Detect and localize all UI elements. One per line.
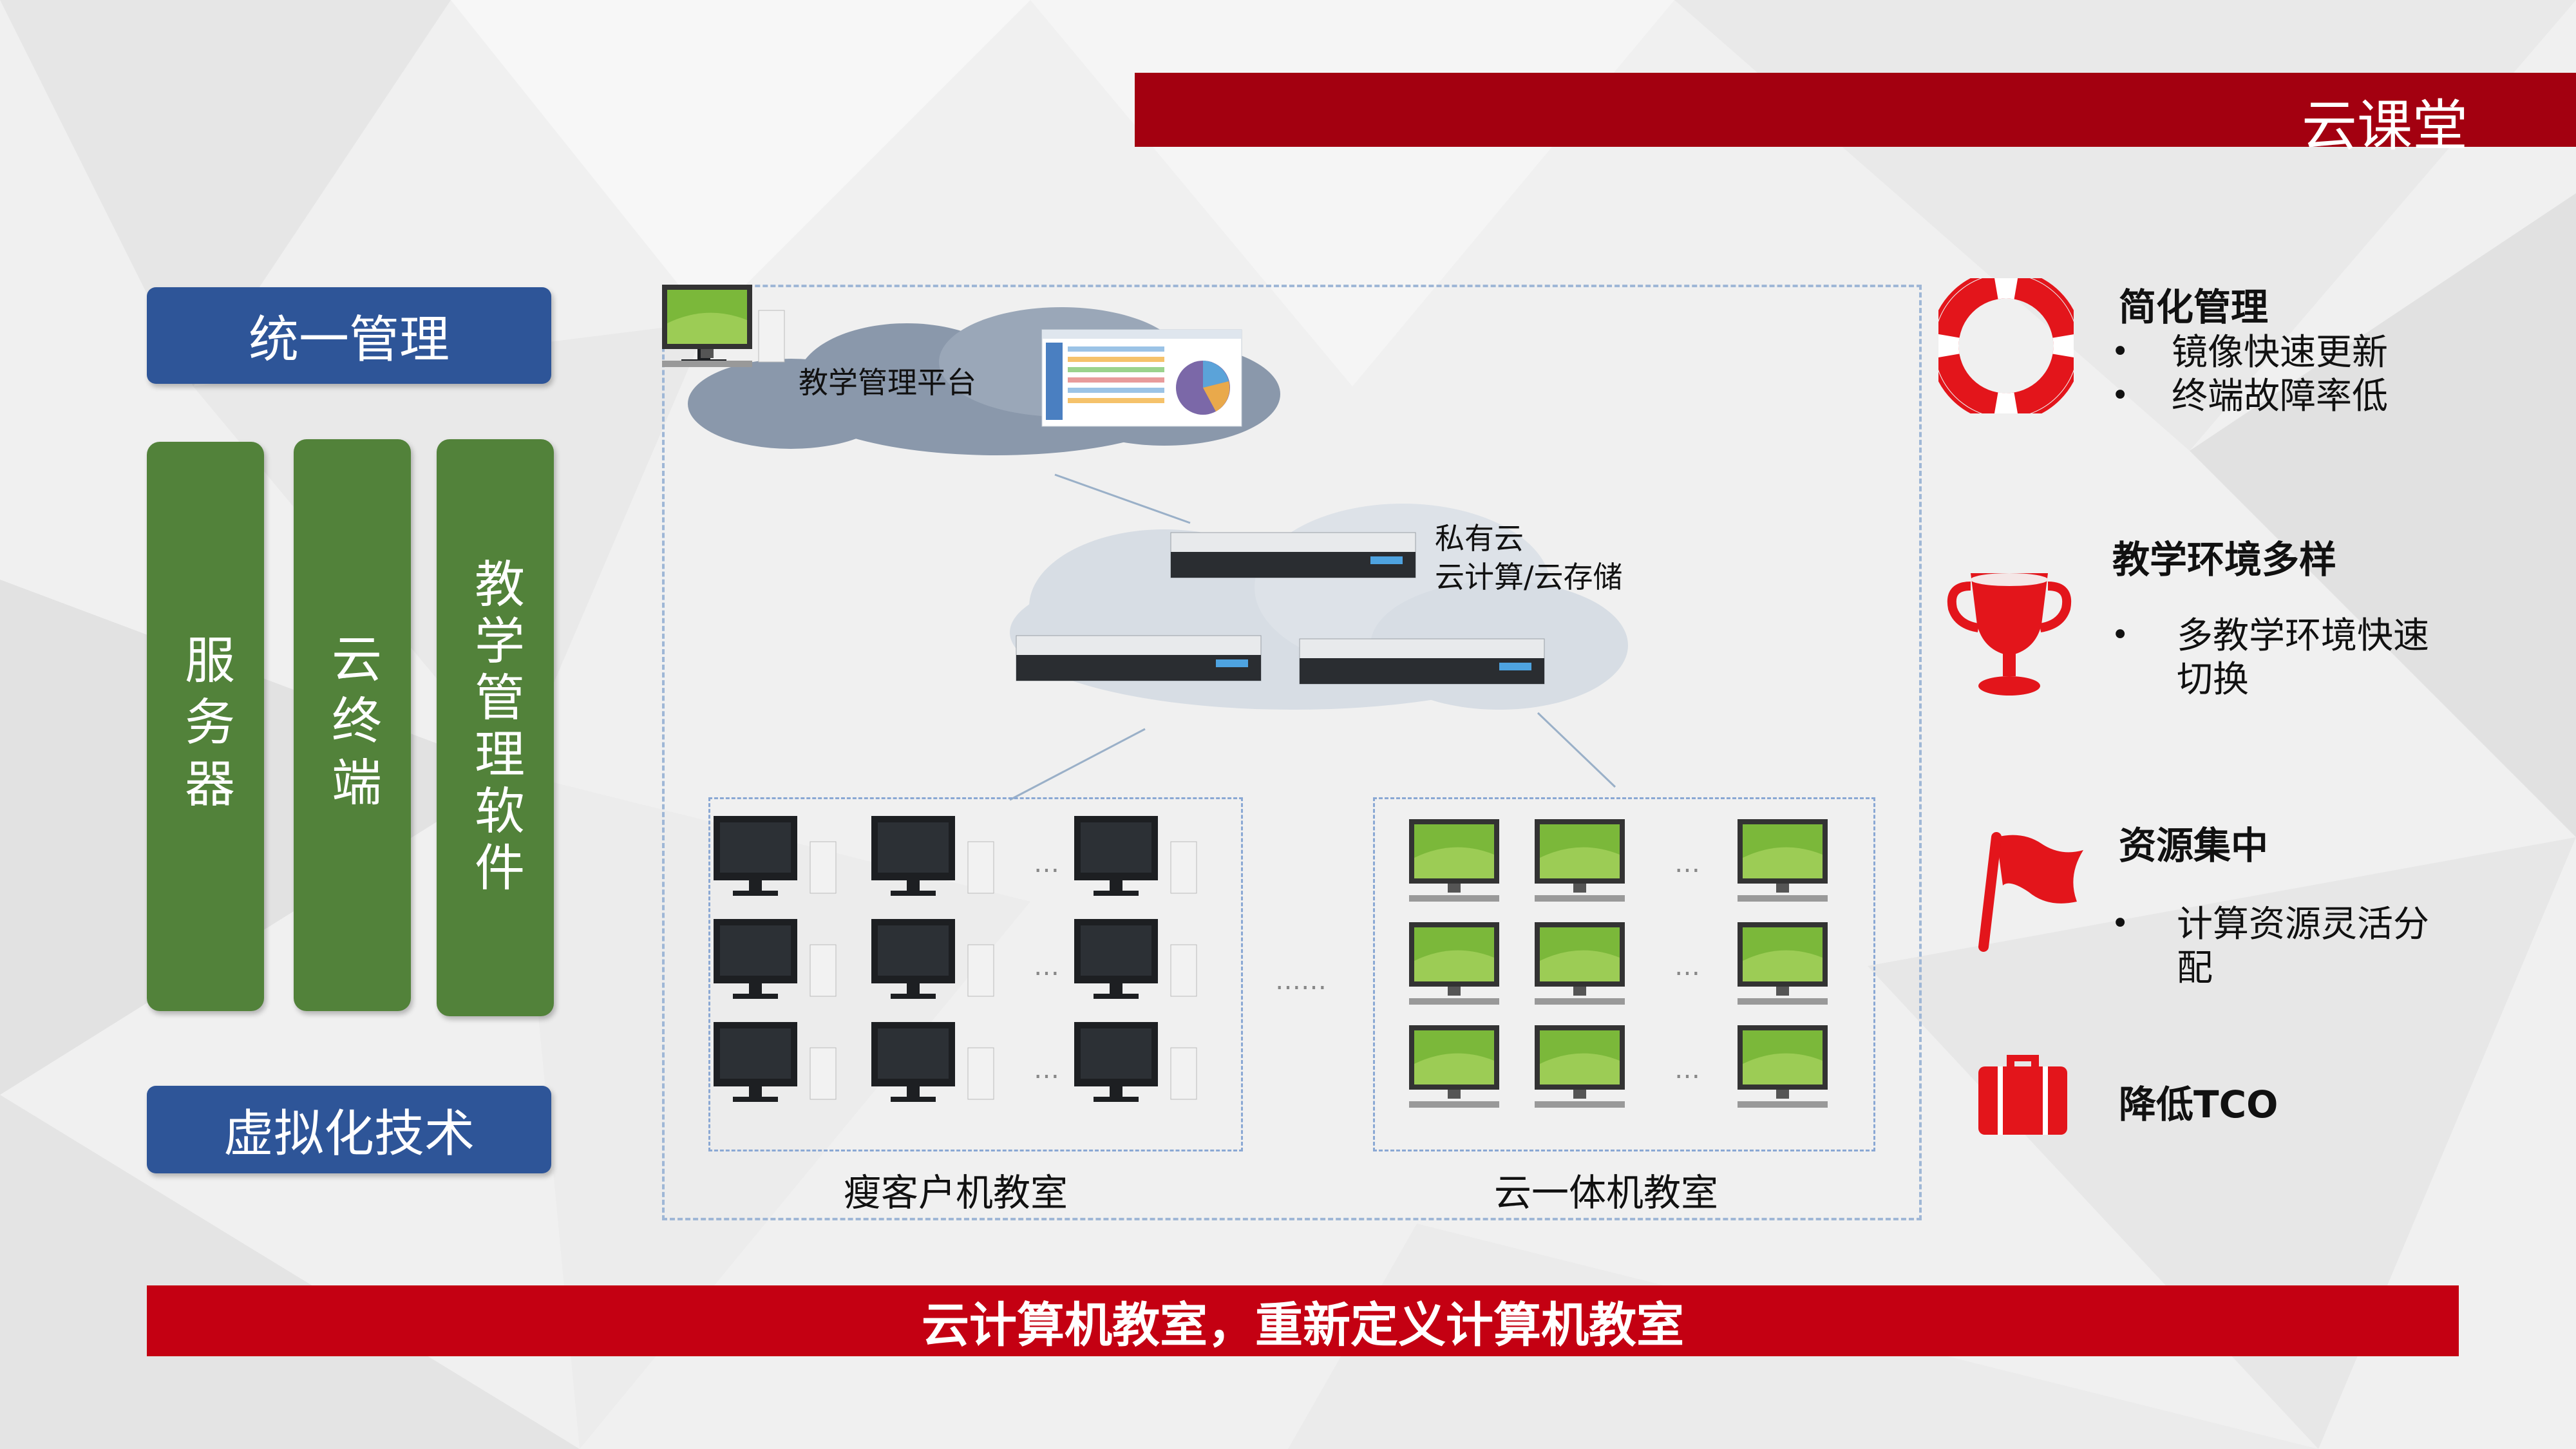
feature-item-env-switch: 多教学环境快速切换: [2177, 615, 2429, 701]
ellipsis-5: …: [1674, 952, 1700, 981]
feature-title-simplify: 简化管理: [2119, 285, 2269, 329]
bottom-banner: 云计算机教室，重新定义计算机教室: [147, 1285, 2459, 1356]
ellipsis-3: …: [1034, 1055, 1059, 1084]
diagram-frame: [662, 285, 1922, 1220]
server-unit-top: [1170, 532, 1416, 578]
trophy-icon: [1947, 573, 2072, 696]
briefcase-icon: [1978, 1055, 2067, 1135]
ellipsis-6: …: [1674, 1055, 1700, 1084]
ellipsis-4: …: [1674, 849, 1700, 878]
all-in-one-room-frame: [1373, 797, 1875, 1151]
cloud-terminal-column-label: 云终端: [323, 632, 381, 818]
feature-title-centralize: 资源集中: [2119, 824, 2269, 867]
server-unit-right: [1299, 638, 1545, 685]
dashboard-thumbnail: [1041, 329, 1242, 427]
teaching-software-column: 教学管理软件: [437, 439, 554, 1016]
bottom-banner-text: 云计算机教室，重新定义计算机教室: [922, 1297, 1684, 1353]
feature-item-low-failure: 终端故障率低: [2172, 375, 2388, 417]
bullet-dot: •: [2111, 334, 2130, 370]
server-column-label: 服务器: [176, 634, 234, 819]
all-in-one-computers: [662, 285, 1828, 1108]
platform-label: 教学管理平台: [799, 365, 976, 400]
lifebuoy-icon: [1938, 278, 2074, 413]
server-unit-left: [1016, 635, 1262, 681]
bullet-dot: •: [2111, 617, 2130, 653]
server-column: 服务器: [147, 442, 264, 1011]
ellipsis-between: ……: [1275, 966, 1327, 996]
all-in-one-room-label: 云一体机教室: [1494, 1171, 1719, 1215]
unified-management-label: 统一管理: [248, 311, 450, 369]
page-title: 云课堂: [2302, 94, 2468, 158]
cloud-diagram: [662, 285, 1828, 1108]
unified-management-box: 统一管理: [147, 287, 551, 384]
feature-item-flexible-resource: 计算资源灵活分配: [2177, 904, 2429, 989]
ellipsis-2: …: [1034, 952, 1059, 981]
virtualization-box: 虚拟化技术: [147, 1086, 551, 1173]
thin-client-room-label: 瘦客户机教室: [844, 1171, 1068, 1215]
flag-icon: [1978, 832, 2083, 952]
feature-title-reduce-tco: 降低TCO: [2119, 1083, 2278, 1126]
feature-item-image-update: 镜像快速更新: [2172, 332, 2388, 374]
teaching-software-column-label: 教学管理软件: [466, 558, 524, 898]
private-cloud-label-2: 云计算/云存储: [1435, 560, 1623, 594]
private-cloud-label-1: 私有云: [1435, 521, 1524, 556]
bullet-dot: •: [2111, 377, 2130, 413]
cloud-terminal-column: 云终端: [294, 439, 411, 1011]
title-bar: 云课堂: [1135, 73, 2576, 158]
virtualization-label: 虚拟化技术: [223, 1105, 475, 1163]
ellipsis-1: …: [1034, 849, 1059, 878]
bullet-dot: •: [2111, 905, 2130, 942]
feature-title-teaching-env: 教学环境多样: [2112, 538, 2337, 582]
thin-client-room-frame: [708, 797, 1243, 1151]
